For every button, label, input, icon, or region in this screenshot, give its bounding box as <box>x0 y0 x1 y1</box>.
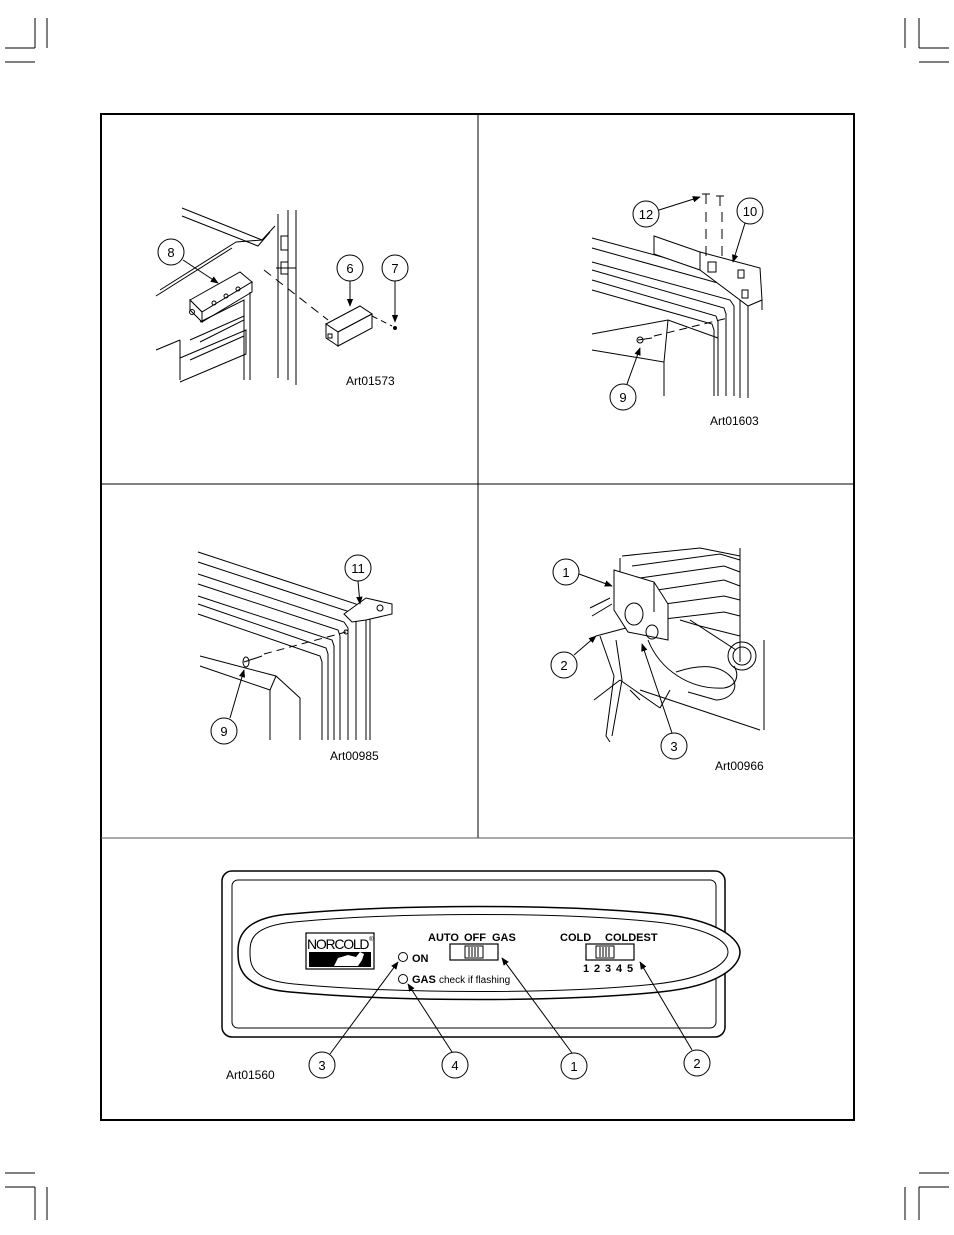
panel-mid-left <box>197 551 393 745</box>
mode-label-off: OFF <box>464 932 486 944</box>
brand-mark: ® <box>369 936 374 943</box>
callout-label: 9 <box>220 724 227 739</box>
callout-label: 10 <box>743 204 757 219</box>
callout-label: 1 <box>562 565 569 580</box>
art-code: Art00985 <box>330 749 379 763</box>
callout-label: 8 <box>167 245 174 260</box>
callout-label: 3 <box>670 739 677 754</box>
temp-label-cold: COLD <box>560 932 591 944</box>
callout-label: 4 <box>451 1058 458 1073</box>
art-code: Art01603 <box>710 414 759 428</box>
callout-label: 2 <box>693 1056 700 1071</box>
temp-scale-3: 3 <box>605 963 611 975</box>
crop-marks <box>5 18 949 1220</box>
art-code: Art01573 <box>346 374 395 388</box>
art-code: Art00966 <box>715 759 764 773</box>
mode-label-gas: GAS <box>492 932 516 944</box>
callout-label: 9 <box>619 390 626 405</box>
art-code: Art01560 <box>226 1068 275 1082</box>
brand-logo: NORCOLD <box>307 936 369 952</box>
control-panel-drawing <box>221 870 741 1080</box>
callout-label: 3 <box>318 1058 325 1073</box>
temp-scale-5: 5 <box>627 963 633 975</box>
callout-label: 11 <box>351 561 365 576</box>
panel-top-left <box>155 207 409 385</box>
panel-top-right <box>591 193 764 411</box>
callout-label: 12 <box>639 207 653 222</box>
gas-indicator-label: GAS <box>412 974 436 986</box>
mode-label-auto: AUTO <box>428 932 459 944</box>
gas-indicator-note: check if flashing <box>439 975 510 986</box>
callout-label: 1 <box>570 1059 577 1074</box>
temp-scale-2: 2 <box>594 963 600 975</box>
callout-label: 2 <box>560 658 567 673</box>
temp-scale-4: 4 <box>616 963 623 975</box>
temp-scale-1: 1 <box>583 963 589 975</box>
on-indicator-label: ON <box>412 953 429 965</box>
panel-mid-right <box>550 547 765 760</box>
callout-label: 7 <box>391 261 398 276</box>
temp-label-coldest: COLDEST <box>605 932 658 944</box>
callout-label: 6 <box>346 261 353 276</box>
